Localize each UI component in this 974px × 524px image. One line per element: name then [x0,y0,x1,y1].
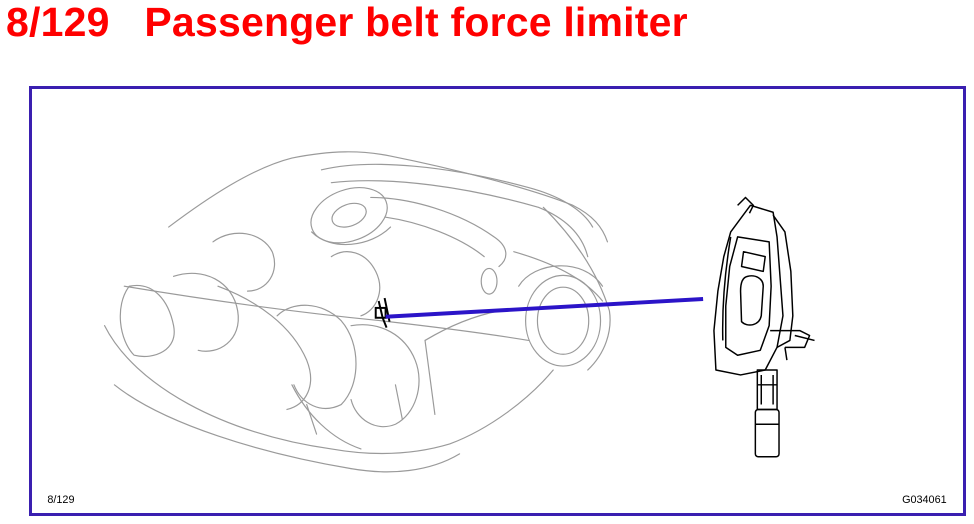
belt-force-limiter-component [713,196,815,458]
illustration: 8/129 G034061 [47,151,947,506]
belt-force-limiter-location [374,297,391,328]
page-heading: Passenger belt force limiter [144,0,688,45]
figure-code: G034061 [902,494,947,506]
page-number: 8/129 [6,0,110,45]
page-title: 8/129 Passenger belt force limiter [6,0,688,46]
car-outline-drawing [103,151,611,473]
illustration-frame: 8/129 G034061 [29,86,966,516]
footer-page-number: 8/129 [47,494,74,506]
callout-pointer [385,297,704,319]
